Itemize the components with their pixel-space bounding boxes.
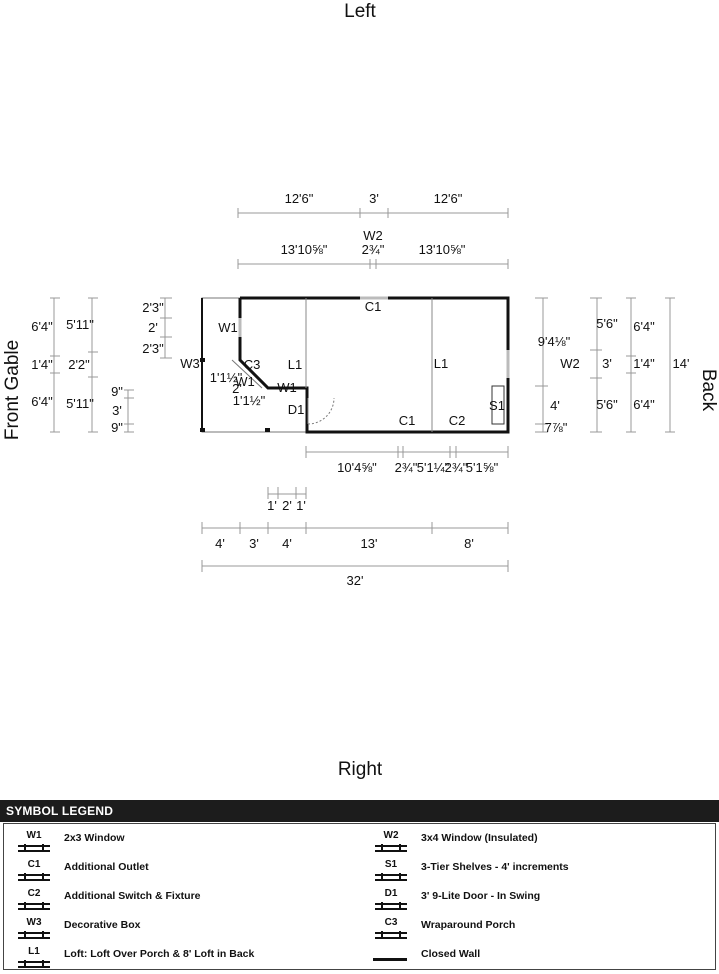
- top-dimension-lines: [237, 208, 509, 269]
- right-col2-dim-2: 3': [602, 356, 612, 371]
- bottom-section-dim-4: 13': [361, 536, 378, 551]
- right-col3-dim-2: 1'4": [633, 356, 655, 371]
- bottom-inner-dimension-lines: [201, 446, 509, 572]
- label-c1-top: C1: [365, 299, 382, 314]
- legend-code: W3: [26, 917, 42, 928]
- right-dim-3: 7⅞": [545, 420, 568, 435]
- left-door-dim-2: 3': [112, 403, 122, 418]
- legend-desc: Additional Outlet: [64, 861, 149, 873]
- left-door-dim-3: 9": [111, 420, 123, 435]
- label-l1-b: L1: [434, 356, 448, 371]
- right-total-dim: 14': [673, 356, 690, 371]
- top-dim-5: 2¾": [362, 242, 385, 257]
- right-dimension-lines: [535, 297, 675, 433]
- label-w1-c: W1: [277, 380, 297, 395]
- right-w2-label: W2: [560, 356, 580, 371]
- left-inner-dim-1: 5'11": [66, 317, 94, 332]
- legend-code: L1: [28, 946, 40, 957]
- left-inner-dim-3: 5'11": [66, 396, 94, 411]
- label-c1-bottom: C1: [399, 413, 416, 428]
- legend-desc: Additional Switch & Fixture: [64, 890, 201, 902]
- label-d1: D1: [288, 402, 305, 417]
- legend-code: C3: [384, 917, 398, 928]
- door-swing-d1: [307, 397, 335, 425]
- legend-code: S1: [384, 859, 398, 870]
- side-label-right: Right: [338, 759, 383, 780]
- bottom-section-dim-5: 8': [464, 536, 474, 551]
- legend-code: W2: [383, 830, 399, 841]
- bottom-small-dim-1: 1': [267, 498, 277, 513]
- legend-desc: 3-Tier Shelves - 4' increments: [421, 861, 569, 873]
- closed-wall-symbol: [373, 958, 407, 961]
- right-col3-dim-3: 6'4": [633, 397, 655, 412]
- legend-desc: Decorative Box: [64, 919, 141, 931]
- legend-desc: 3' 9-Lite Door - In Swing: [421, 890, 541, 902]
- building-outline: [200, 296, 510, 434]
- right-dim-2: 4': [550, 398, 560, 413]
- bottom-inner-dim-3: 5'1¼": [417, 460, 450, 475]
- right-col2-dim-3: 5'6": [596, 397, 618, 412]
- side-label-left: Left: [344, 1, 376, 22]
- top-dim-6: 13'10⅝": [419, 242, 466, 257]
- bottom-section-dim-1: 4': [215, 536, 225, 551]
- bottom-inner-dim-5: 5'1⅝": [466, 460, 499, 475]
- bottom-section-dim-2: 3': [249, 536, 259, 551]
- label-s1: S1: [489, 398, 505, 413]
- top-w2-label: W2: [363, 228, 383, 243]
- bottom-small-dim-2: 2': [282, 498, 292, 513]
- symbol-legend: SYMBOL LEGEND W1 2x3 Window C1 Additiona…: [0, 800, 719, 972]
- right-col2-dim-1: 5'6": [596, 316, 618, 331]
- bottom-total-dim: 32': [347, 573, 364, 588]
- label-l1-a: L1: [288, 357, 302, 372]
- right-col3-dim-1: 6'4": [633, 319, 655, 334]
- left-outer-dim-3: 6'4": [31, 394, 53, 409]
- bottom-inner-dim-2: 2¾": [395, 460, 418, 475]
- floor-plan: Left Right Front Gable Back 12'6" 3' 12'…: [2, 1, 719, 780]
- legend-title: SYMBOL LEGEND: [0, 800, 719, 822]
- legend-desc: Closed Wall: [421, 948, 481, 960]
- legend-code: W1: [26, 830, 42, 841]
- left-outer-dim-2: 1'4": [31, 357, 53, 372]
- label-w3: W3: [180, 356, 200, 371]
- top-dim-2: 3': [369, 191, 379, 206]
- legend-code: C2: [27, 888, 41, 899]
- side-label-back: Back: [698, 369, 719, 412]
- top-dim-4: 13'10⅝": [281, 242, 328, 257]
- left-window-dim-3: 2'3": [142, 341, 164, 356]
- bottom-inner-dim-4: 2¾": [445, 460, 468, 475]
- bottom-small-dim-3: 1': [296, 498, 306, 513]
- label-c2: C2: [449, 413, 466, 428]
- legend-desc: Wraparound Porch: [421, 919, 516, 931]
- side-label-front-gable: Front Gable: [2, 340, 23, 440]
- legend-code: D1: [384, 888, 398, 899]
- label-c3: C3: [244, 357, 261, 372]
- label-porch-dim-b: 1'1½": [233, 393, 266, 408]
- left-outer-dim-1: 6'4": [31, 319, 53, 334]
- left-inner-dim-2: 2'2": [68, 357, 90, 372]
- label-w1-a: W1: [218, 320, 238, 335]
- shelves-s1: [491, 385, 505, 425]
- top-dim-1: 12'6": [285, 191, 314, 206]
- left-window-dim-1: 2'3": [142, 300, 164, 315]
- legend-desc: 3x4 Window (Insulated): [421, 832, 538, 844]
- legend-desc: Loft: Loft Over Porch & 8' Loft in Back: [64, 948, 255, 960]
- label-porch-dim-a: 1'1½": [210, 370, 243, 385]
- legend-body: W1 2x3 Window C1 Additional Outlet C2 Ad…: [3, 823, 716, 970]
- right-dim-1: 9'4⅛": [538, 334, 571, 349]
- bottom-section-dim-3: 4': [282, 536, 292, 551]
- left-window-dim-2: 2': [148, 320, 158, 335]
- left-door-dim-1: 9": [111, 384, 123, 399]
- top-dim-3: 12'6": [434, 191, 463, 206]
- legend-desc: 2x3 Window: [64, 832, 125, 844]
- left-dimension-lines: [50, 297, 172, 433]
- label-porch-dim-c: 2': [232, 381, 242, 396]
- label-w1-b: W1: [235, 374, 255, 389]
- legend-code: C1: [27, 859, 41, 870]
- bottom-inner-dim-1: 10'4⅝": [337, 460, 377, 475]
